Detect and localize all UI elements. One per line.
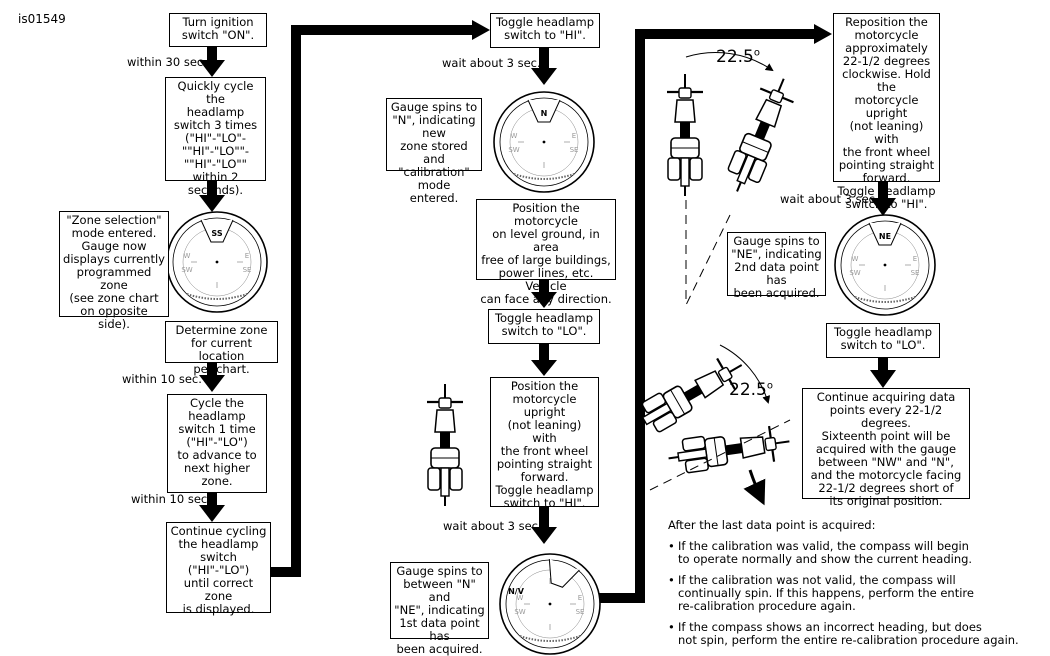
flow-arrows-column-2 bbox=[531, 48, 557, 544]
zone-gauge: SS bbox=[166, 211, 268, 313]
second-point-gauge-readout: NE bbox=[879, 232, 891, 241]
motorcycle-rotated-22-5 bbox=[719, 70, 802, 200]
angle-reference-lines bbox=[649, 52, 791, 506]
label-wait-3-sec-a: wait about 3 sec. bbox=[442, 56, 541, 70]
note-gauge-spins-to-n: Gauge spins to "N", indicating new zone … bbox=[386, 98, 482, 205]
motorcycle-upright bbox=[425, 382, 465, 508]
step-continue-acquiring: Continue acquiring data points every 22-… bbox=[802, 388, 970, 508]
note-first-data-point: Gauge spins to between "N" and "NE", ind… bbox=[390, 562, 489, 656]
step-cycle-headlamp-3-times: Quickly cycle the headlamp switch 3 time… bbox=[165, 77, 266, 197]
step-continue-cycling: Continue cycling the headlamp switch ("H… bbox=[166, 522, 271, 616]
step-position-upright-toggle-hi: Position the motorcycle upright (not lea… bbox=[490, 377, 599, 510]
step-toggle-headlamp-hi: Toggle headlamp switch to "HI". bbox=[490, 13, 600, 48]
flow-arrows-column-3 bbox=[870, 182, 896, 388]
column-connectors bbox=[262, 20, 832, 603]
step-position-motorcycle-level: Position the motorcycle on level ground,… bbox=[476, 199, 616, 306]
step-determine-zone: Determine zone for current location per … bbox=[165, 321, 278, 376]
label-wait-3-sec-b: wait about 3 sec. bbox=[443, 519, 542, 533]
step-reposition-22-5-degrees: Reposition the motorcycle approximately … bbox=[833, 13, 940, 211]
note-item: If the calibration was valid, the compas… bbox=[668, 540, 1038, 566]
angle-label-bottom: 22.5o bbox=[729, 380, 773, 400]
note-zone-selection-mode: "Zone selection" mode entered. Gauge now… bbox=[59, 211, 169, 331]
step-toggle-headlamp-lo: Toggle headlamp switch to "LO". bbox=[488, 309, 600, 344]
document-id: is01549 bbox=[18, 12, 66, 26]
note-second-data-point: Gauge spins to "NE", indicating 2nd data… bbox=[727, 232, 826, 300]
notes-list: If the calibration was valid, the compas… bbox=[668, 540, 1038, 647]
note-item: If the calibration was not valid, the co… bbox=[668, 574, 1038, 613]
step-turn-ignition-on: Turn ignition switch "ON". bbox=[169, 13, 267, 47]
zone-gauge-readout: SS bbox=[211, 229, 222, 238]
motorcycle-start-position bbox=[665, 72, 705, 198]
notes-heading: After the last data point is acquired: bbox=[668, 518, 876, 532]
flow-arrows-column-1 bbox=[199, 46, 225, 522]
first-point-gauge: N/V bbox=[499, 553, 601, 655]
calibration-gauge-readout: N bbox=[541, 109, 548, 118]
motorcycle-lower-right bbox=[664, 422, 794, 478]
step-cycle-headlamp-1-time: Cycle the headlamp switch 1 time ("HI"-"… bbox=[167, 394, 267, 493]
label-within-10-sec-b: within 10 sec. bbox=[131, 492, 211, 506]
calibration-gauge: N bbox=[493, 91, 595, 193]
label-wait-3-sec-c: wait about 3 sec. bbox=[780, 192, 879, 206]
angle-label-top: 22.5o bbox=[716, 47, 760, 67]
post-calibration-notes: After the last data point is acquired: I… bbox=[668, 519, 1038, 655]
label-within-10-sec-a: within 10 sec. bbox=[122, 372, 202, 386]
note-item: If the compass shows an incorrect headin… bbox=[668, 621, 1038, 647]
second-point-gauge: NE bbox=[834, 214, 936, 316]
step-toggle-headlamp-lo-2: Toggle headlamp switch to "LO". bbox=[826, 323, 940, 358]
label-within-30-sec: within 30 sec. bbox=[127, 55, 207, 69]
first-point-gauge-readout: N/V bbox=[508, 587, 525, 596]
